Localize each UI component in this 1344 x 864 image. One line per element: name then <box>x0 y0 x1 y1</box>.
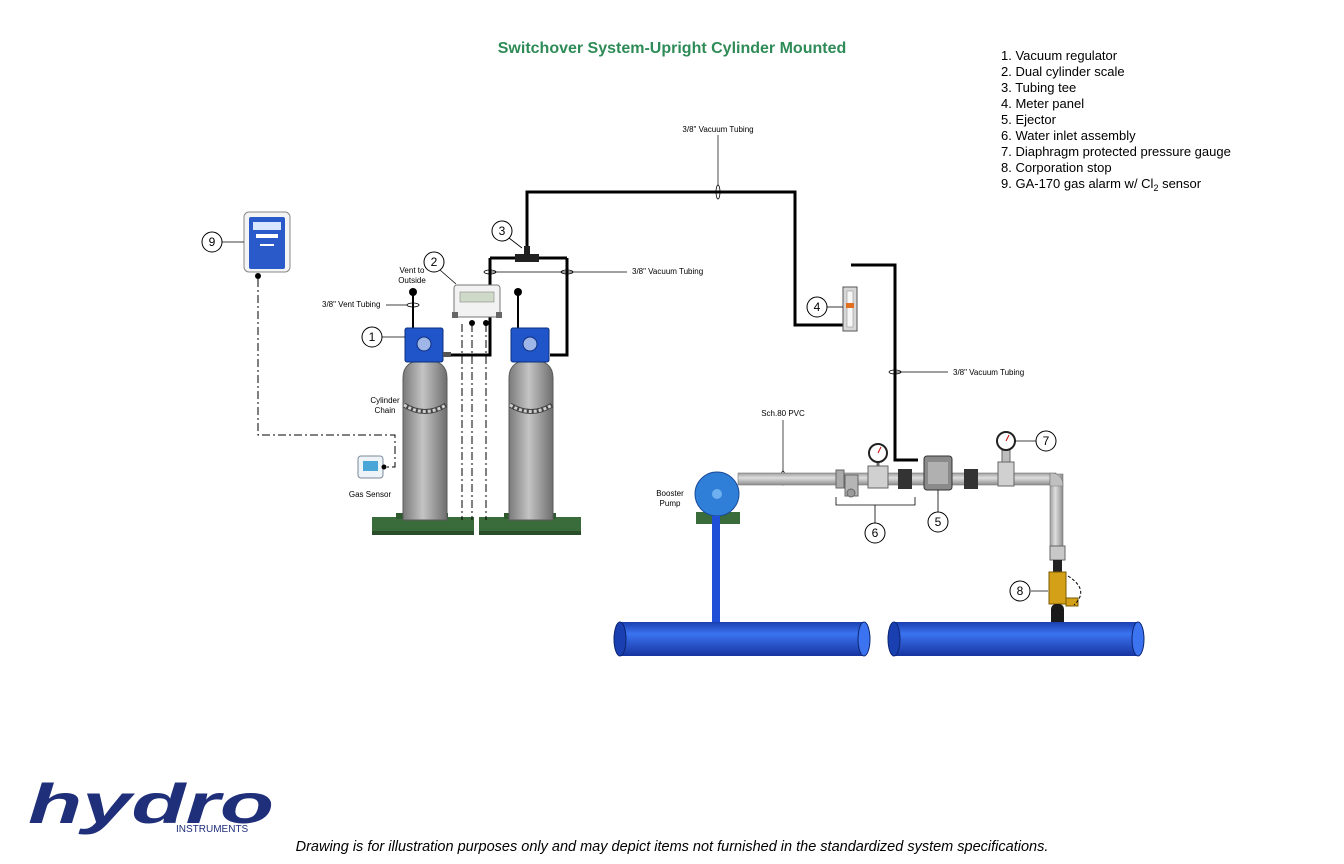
vent-tubing-label: 3/8" Vent Tubing <box>322 300 380 309</box>
tubing-tee-stem <box>524 246 530 256</box>
callout-9-number: 9 <box>209 235 216 249</box>
cylinder-chain-label: Cylinder <box>370 396 400 405</box>
logo-subtitle: INSTRUMENTS <box>176 824 249 835</box>
callout-2-number: 2 <box>431 255 438 269</box>
legend-item: 8. Corporation stop <box>1001 160 1112 175</box>
callout-3 <box>491 220 513 242</box>
callout-1 <box>361 326 383 348</box>
callout-9 <box>201 231 223 253</box>
sensor-cable <box>257 279 396 468</box>
legend-item: 4. Meter panel <box>1001 96 1084 111</box>
legend-item: 5. Ejector <box>1001 112 1057 127</box>
legend-item: 1. Vacuum regulator <box>1001 48 1118 63</box>
callout-7 <box>1035 430 1057 452</box>
cylinder-left <box>372 359 474 535</box>
tubing-marks <box>406 184 902 486</box>
booster-pump <box>694 471 740 626</box>
legend-item-9: 9. GA-170 gas alarm w/ Cl2 sensor <box>1001 176 1202 193</box>
callout-7-number: 7 <box>1043 434 1050 448</box>
legend-item-9-text: 9. GA-170 gas alarm w/ Cl <box>1001 176 1154 191</box>
tubing-to-regulator-2 <box>550 258 569 357</box>
callout-2 <box>423 251 445 273</box>
scale-base-left <box>372 517 474 533</box>
vacuum-tubing-label-mid: 3/8" Vacuum Tubing <box>632 267 703 276</box>
gas-sensor <box>357 455 387 479</box>
callouts <box>201 220 1057 602</box>
vent-outside-label: Vent to <box>400 266 425 275</box>
tubing-to-ejector <box>851 263 918 462</box>
callout-5-number: 5 <box>935 515 942 529</box>
vacuum-tubing-label-right: 3/8" Vacuum Tubing <box>953 368 1024 377</box>
legend-item-9-subscript: 2 <box>1153 183 1158 193</box>
legend-item: 6. Water inlet assembly <box>1001 128 1136 143</box>
callout-leaders <box>222 237 843 338</box>
callout-6 <box>864 522 886 544</box>
scale-base-right <box>479 517 581 533</box>
meter-panel <box>842 286 858 332</box>
vacuum-regulator-right <box>510 288 550 363</box>
diagram-title: Switchover System-Upright Cylinder Mount… <box>498 40 846 57</box>
gas-alarm <box>243 211 291 279</box>
legend-item: 3. Tubing tee <box>1001 80 1076 95</box>
vacuum-tubing-label-top: 3/8" Vacuum Tubing <box>682 125 753 134</box>
booster-pump-label-2: Pump <box>660 499 681 508</box>
callout-6-number: 6 <box>872 526 879 540</box>
callout-3-number: 3 <box>499 224 506 238</box>
ejector <box>923 455 978 512</box>
gas-alarm-display <box>253 222 281 230</box>
dual-cylinder-scale <box>452 284 502 318</box>
vent-outside-label-2: Outside <box>398 276 426 285</box>
callout-1-number: 1 <box>369 330 376 344</box>
scale-cable-ends <box>469 320 489 326</box>
callout-4-number: 4 <box>814 300 821 314</box>
water-inlet-assembly <box>835 443 916 523</box>
legend: 1. Vacuum regulator 2. Dual cylinder sca… <box>1001 48 1231 193</box>
main-pipe-right <box>887 621 1145 657</box>
sch80-label: Sch.80 PVC <box>761 409 805 418</box>
disclaimer: Drawing is for illustration purposes onl… <box>296 839 1049 855</box>
vacuum-regulator-left <box>404 288 451 363</box>
legend-item-9-suffix: sensor <box>1158 176 1201 191</box>
scale-cables <box>461 324 487 520</box>
vacuum-tubing-main <box>525 190 843 327</box>
logo-wordmark: hydro <box>28 772 274 835</box>
main-pipe-left <box>613 621 871 657</box>
callout-5 <box>927 511 949 533</box>
booster-pump-label: Booster <box>656 489 684 498</box>
cylinder-right <box>479 359 581 535</box>
legend-item: 2. Dual cylinder scale <box>1001 64 1125 79</box>
callout-8-number: 8 <box>1017 584 1024 598</box>
callout-8 <box>1009 580 1031 602</box>
legend-item: 7. Diaphragm protected pressure gauge <box>1001 144 1231 159</box>
tubing-tee <box>515 254 539 262</box>
hydro-logo: hydro INSTRUMENTS <box>28 772 274 835</box>
cylinder-chain-label-2: Chain <box>375 406 396 415</box>
label-leaders <box>386 135 948 471</box>
pressure-gauge <box>996 431 1036 487</box>
gas-sensor-label: Gas Sensor <box>349 490 392 499</box>
callout-4 <box>806 296 828 318</box>
